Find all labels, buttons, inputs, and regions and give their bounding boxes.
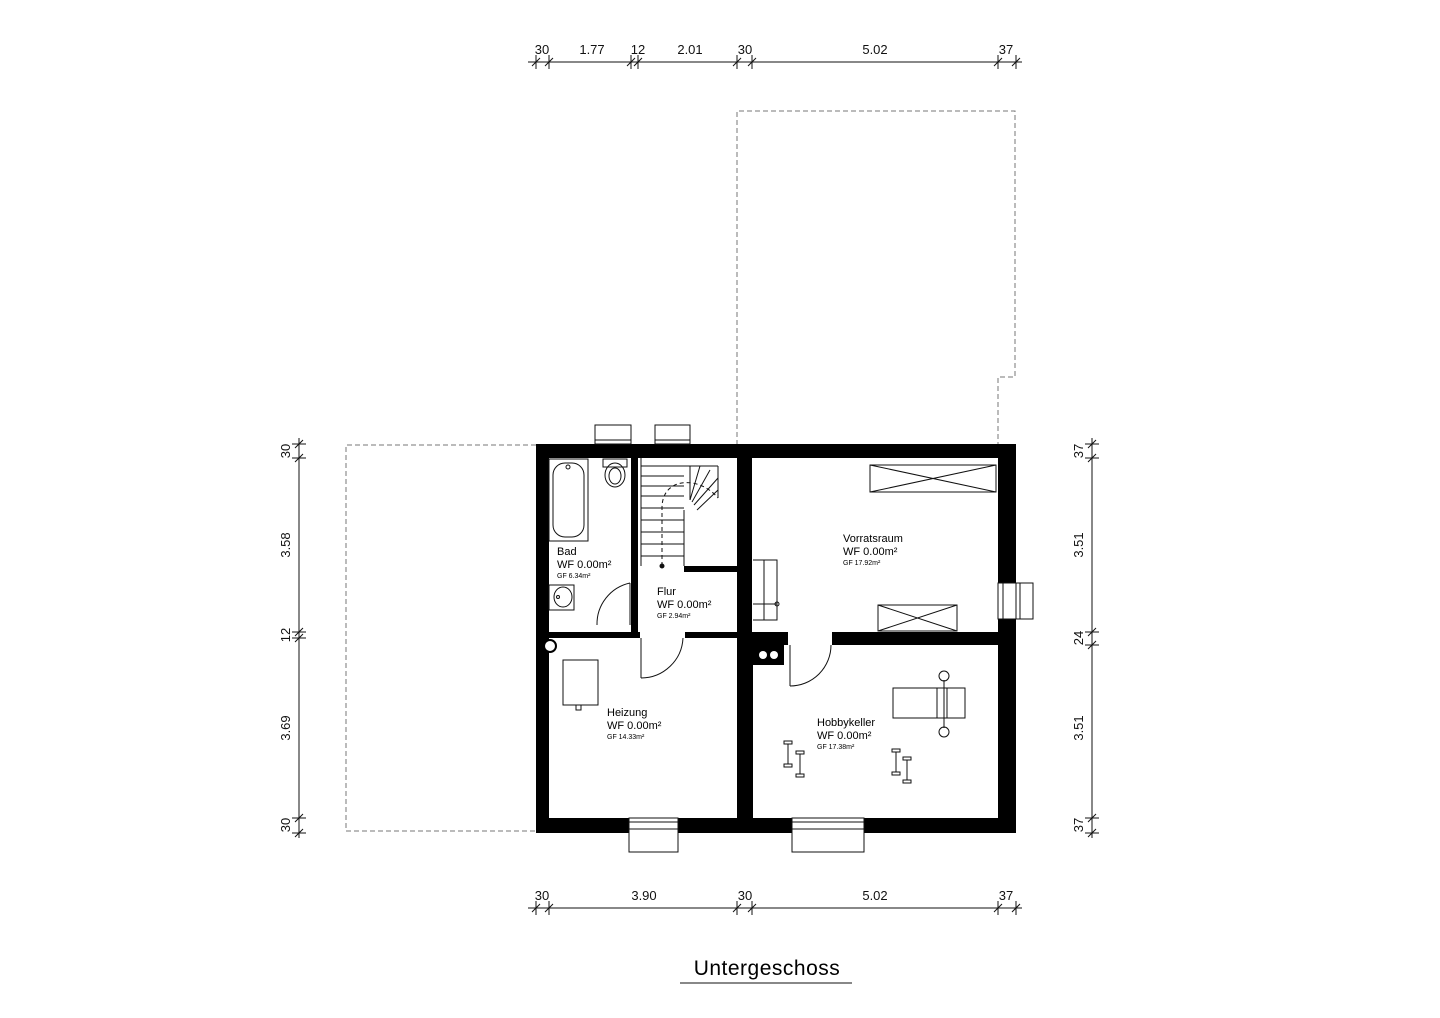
- stair-walkline: [661, 482, 719, 566]
- dim-tick-bottom: [531, 903, 541, 913]
- dim-tick-left: [294, 813, 304, 823]
- dumbbell-icon: [783, 740, 912, 784]
- dim-tick-top: [531, 57, 541, 67]
- dim-tick-right: [1087, 439, 1097, 449]
- dim-top-3: 12: [631, 42, 645, 57]
- dim-right-2: 3.51: [1071, 532, 1086, 557]
- dim-bottom-1: 30: [535, 888, 549, 903]
- room-wf-flur: WF 0.00m²: [657, 599, 712, 611]
- room-name-flur: Flur: [657, 586, 676, 598]
- dim-top-1: 30: [535, 42, 549, 57]
- room-wf-vorratsraum: WF 0.00m²: [843, 546, 898, 558]
- shelf-icon: [869, 464, 997, 632]
- dim-tick-right: [1087, 813, 1097, 823]
- chimney-icon: [753, 638, 784, 665]
- boiler-icon: [562, 659, 599, 711]
- dim-top-5: 30: [738, 42, 752, 57]
- dim-tick-left: [294, 633, 304, 643]
- dim-tick-top: [732, 57, 742, 67]
- dim-tick-bottom: [747, 903, 757, 913]
- dim-bottom-4: 5.02: [862, 888, 887, 903]
- dimension-left: 30 3.58 12 3.69 30: [278, 444, 293, 832]
- dim-tick-bottom: [544, 903, 554, 913]
- room-gf-heizung: GF 14.33m²: [607, 734, 645, 741]
- dim-tick-left: [294, 453, 304, 463]
- step-icon: [753, 559, 780, 621]
- dim-left-3: 12: [278, 628, 293, 642]
- dim-tick-top: [626, 57, 636, 67]
- dim-tick-top: [544, 57, 554, 67]
- room-gf-vorratsraum: GF 17.92m²: [843, 560, 881, 567]
- staircase-icon: [640, 458, 719, 569]
- room-label-heizung: Heizung WF 0.00m² GF 14.33m²: [607, 707, 662, 741]
- weight-bench-icon: [892, 670, 966, 738]
- chimney-flue-icon: [543, 639, 557, 653]
- dim-tick-top: [633, 57, 643, 67]
- dim-tick-left: [294, 627, 304, 637]
- dim-top-7: 37: [999, 42, 1013, 57]
- room-label-vorratsraum: Vorratsraum WF 0.00m² GF 17.92m²: [843, 533, 903, 567]
- room-gf-bad: GF 6.34m²: [557, 573, 591, 580]
- dim-tick-top: [993, 57, 1003, 67]
- room-name-hobbykeller: Hobbykeller: [817, 717, 875, 729]
- dim-bottom-2: 3.90: [631, 888, 656, 903]
- bathtub-icon: [548, 458, 589, 542]
- dim-bottom-3: 30: [738, 888, 752, 903]
- room-name-vorratsraum: Vorratsraum: [843, 533, 903, 545]
- dimension-right: 37 3.51 24 3.51 37: [1071, 444, 1086, 832]
- room-wf-heizung: WF 0.00m²: [607, 720, 662, 732]
- dashed-outlines: [345, 110, 1016, 832]
- dim-right-5: 37: [1071, 818, 1086, 832]
- dim-top-4: 2.01: [677, 42, 702, 57]
- dimension-bottom: 30 3.90 30 5.02 37: [535, 888, 1013, 903]
- room-name-heizung: Heizung: [607, 707, 647, 719]
- dimension-lines: [298, 61, 1093, 909]
- room-gf-hobbykeller: GF 17.38m²: [817, 744, 855, 751]
- dim-top-2: 1.77: [579, 42, 604, 57]
- dim-tick-right: [1087, 640, 1097, 650]
- doors: [596, 582, 832, 687]
- plan-title: Untergeschoss: [694, 957, 841, 980]
- dim-left-5: 30: [278, 818, 293, 832]
- dim-tick-right: [1087, 453, 1097, 463]
- dim-left-2: 3.58: [278, 532, 293, 557]
- dim-tick-right: [1087, 828, 1097, 838]
- dim-bottom-5: 37: [999, 888, 1013, 903]
- washbasin-icon: [548, 584, 575, 611]
- dim-tick-top: [747, 57, 757, 67]
- room-gf-flur: GF 2.94m²: [657, 613, 691, 620]
- dim-left-4: 3.69: [278, 715, 293, 740]
- dim-top-6: 5.02: [862, 42, 887, 57]
- room-wf-bad: WF 0.00m²: [557, 559, 612, 571]
- room-label-bad: Bad WF 0.00m² GF 6.34m²: [557, 546, 612, 580]
- dim-tick-left: [294, 439, 304, 449]
- toilet-icon: [602, 458, 628, 488]
- room-wf-hobbykeller: WF 0.00m²: [817, 730, 872, 742]
- room-label-flur: Flur WF 0.00m² GF 2.94m²: [657, 586, 712, 620]
- dim-right-4: 3.51: [1071, 715, 1086, 740]
- dim-right-1: 37: [1071, 444, 1086, 458]
- room-label-hobbykeller: Hobbykeller WF 0.00m² GF 17.38m²: [817, 717, 875, 751]
- dim-tick-left: [294, 828, 304, 838]
- room-name-bad: Bad: [557, 546, 577, 558]
- dim-tick-right: [1087, 627, 1097, 637]
- dimension-top: 30 1.77 12 2.01 30 5.02 37: [535, 42, 1013, 57]
- dim-tick-top: [1011, 57, 1021, 67]
- dimension-ticks: [292, 55, 1099, 915]
- windows: [594, 424, 1034, 853]
- dim-right-3: 24: [1071, 631, 1086, 645]
- dim-tick-bottom: [732, 903, 742, 913]
- dim-left-1: 30: [278, 444, 293, 458]
- dim-tick-bottom: [993, 903, 1003, 913]
- dim-tick-bottom: [1011, 903, 1021, 913]
